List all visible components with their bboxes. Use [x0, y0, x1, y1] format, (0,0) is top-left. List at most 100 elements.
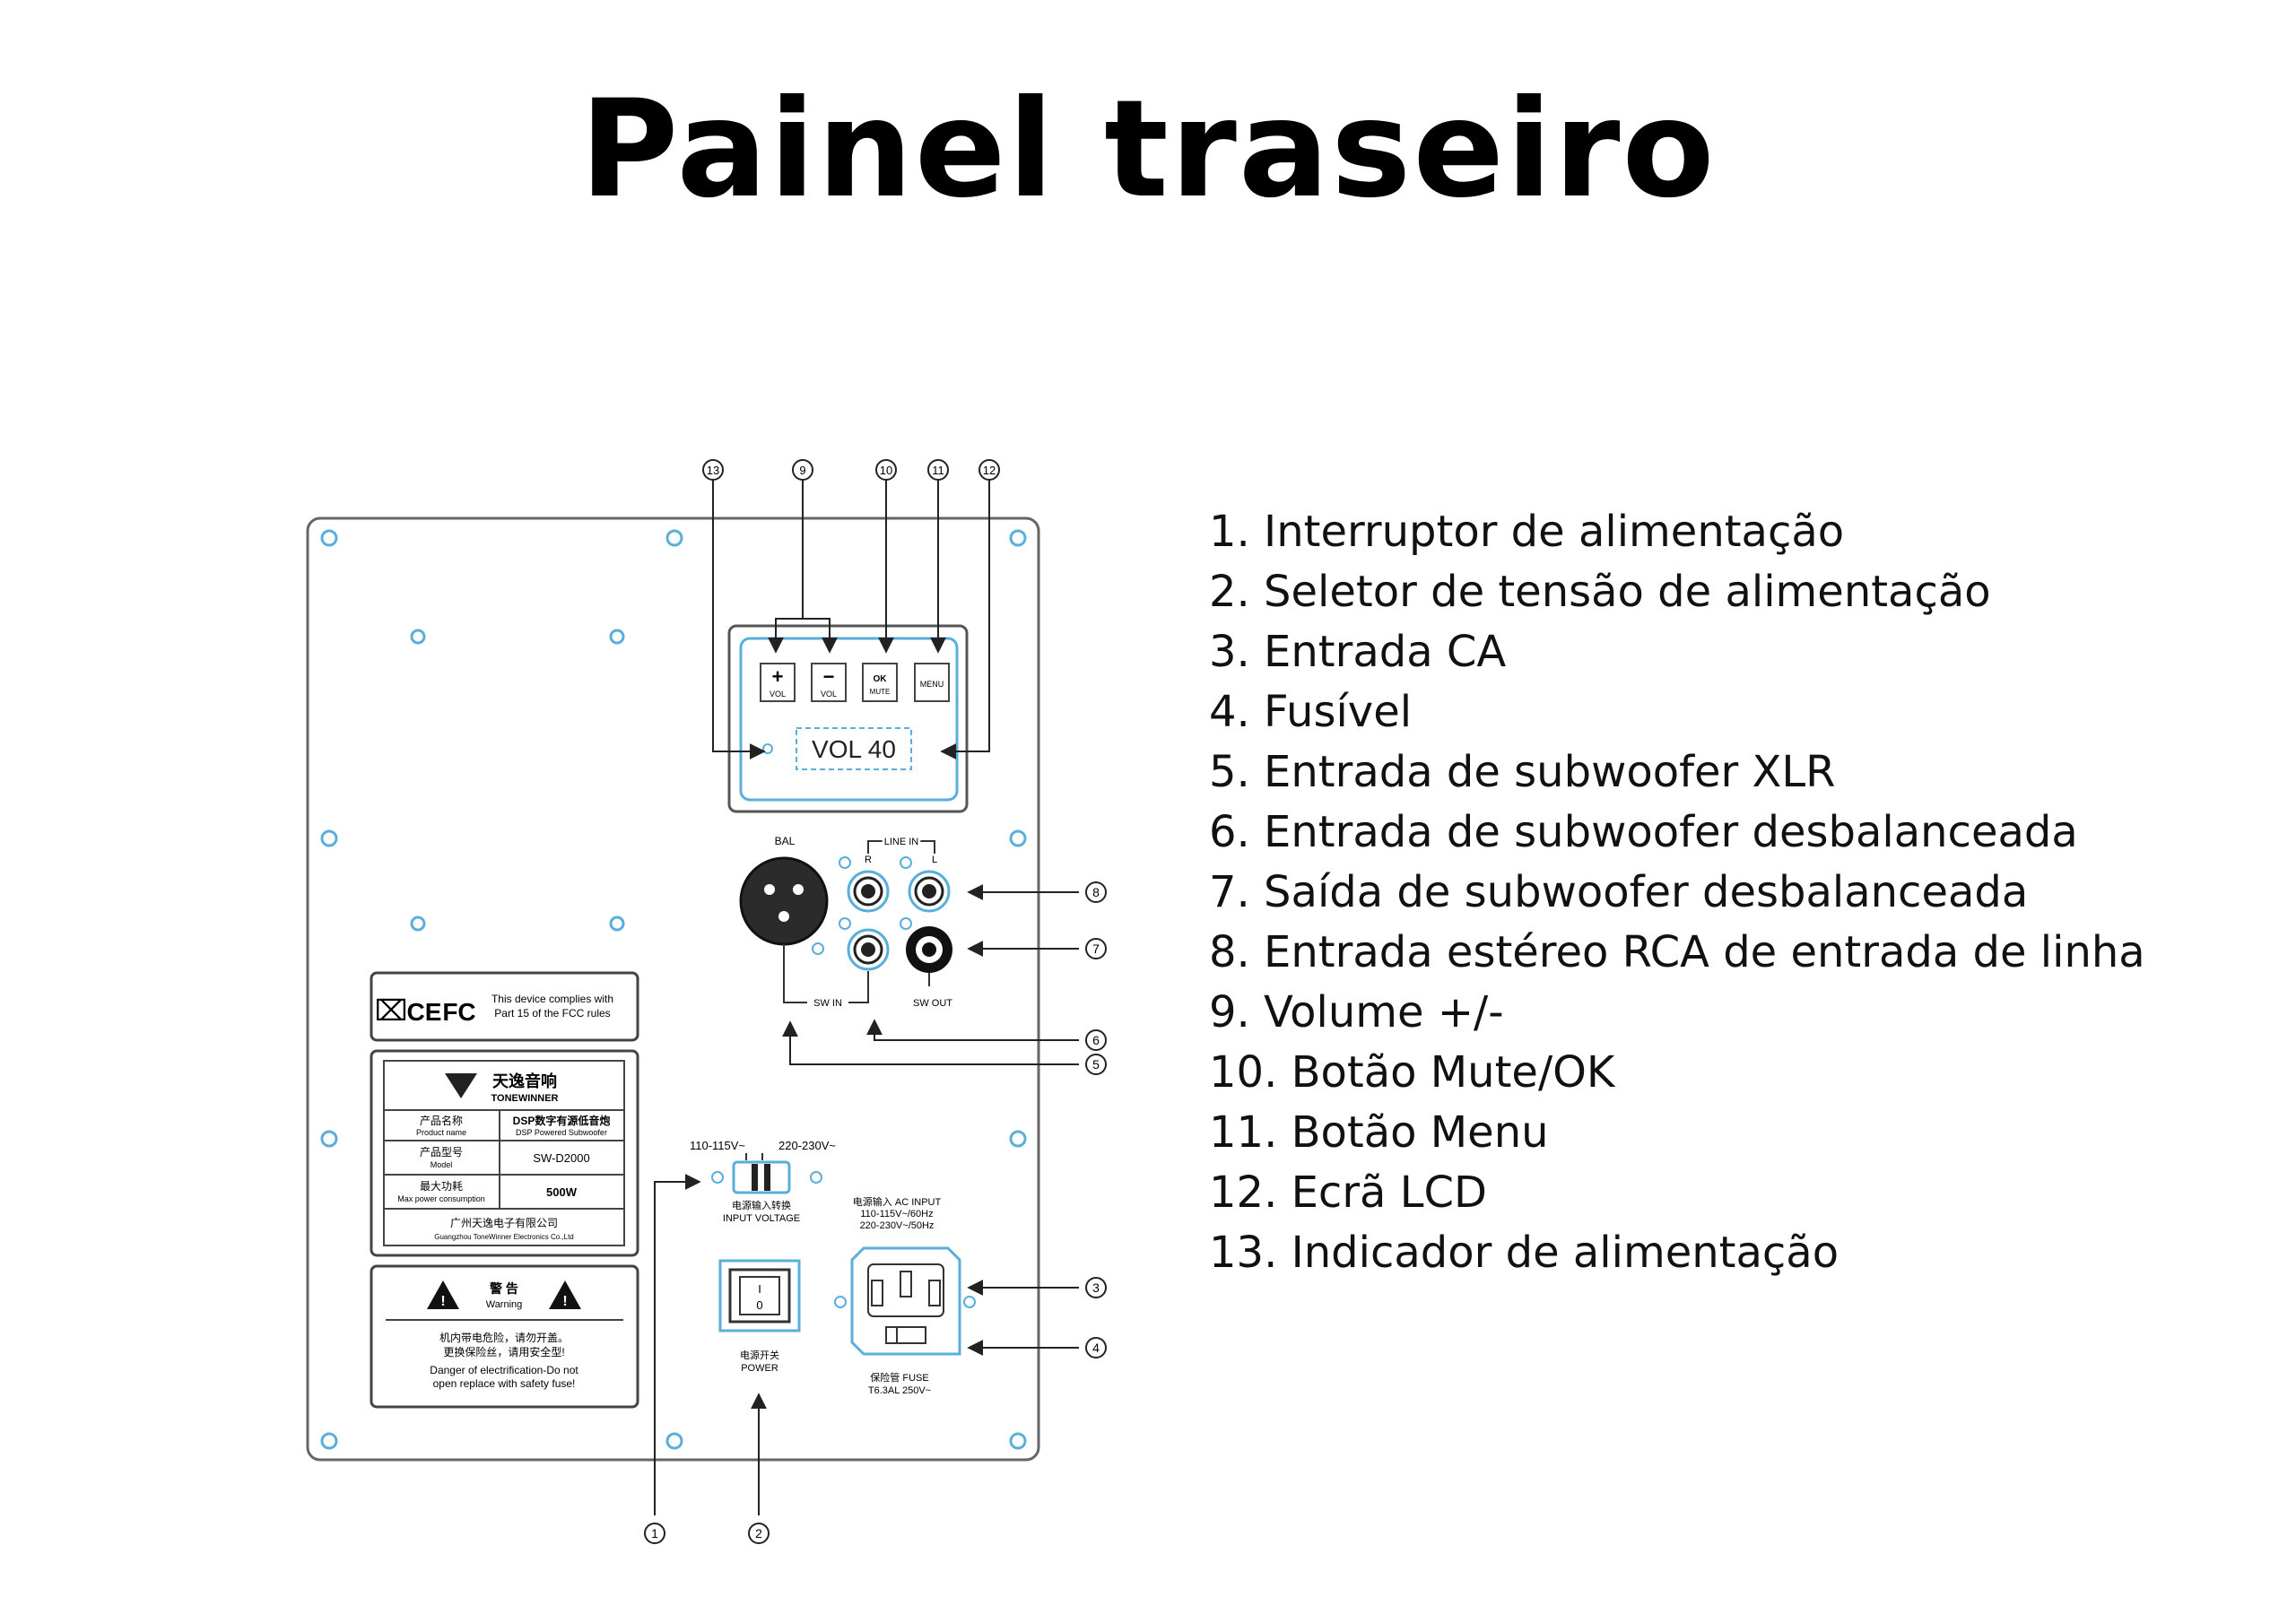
- callout-2: 2: [748, 1523, 770, 1544]
- legend-item: 9. Volume +/-: [1209, 987, 1504, 1037]
- warning-triangle-icon: [427, 1280, 459, 1309]
- legend-item: 10. Botão Mute/OK: [1209, 1047, 1615, 1098]
- callout-lines: [654, 480, 1079, 1515]
- lcd-screen: VOL 40: [796, 727, 912, 770]
- callout-6: 6: [1085, 1029, 1107, 1051]
- lcd-text: VOL 40: [812, 735, 896, 763]
- warning-cn: 警 告: [490, 1281, 518, 1296]
- row2-label-en: Model: [430, 1160, 453, 1169]
- svg-text:9: 9: [799, 464, 805, 477]
- svg-text:!: !: [562, 1294, 567, 1309]
- sw-in-led-icon: [839, 917, 851, 930]
- rca-line-in-l[interactable]: [908, 870, 951, 913]
- legend-item: 3. Entrada CA: [1209, 627, 1507, 677]
- sw-in-bracket: [783, 944, 869, 1003]
- line-in-bracket: [867, 840, 935, 854]
- ac-inlet-fuse-holder[interactable]: [850, 1246, 961, 1356]
- r-led-icon: [839, 856, 851, 869]
- legend-item: 6. Entrada de subwoofer desbalanceada: [1209, 807, 2078, 857]
- ac-input-spec-1: 110-115V~/60Hz: [860, 1209, 933, 1219]
- row1-value-en: DSP Powered Subwoofer: [516, 1128, 607, 1137]
- xlr-led-icon: [812, 942, 824, 955]
- voltage-selector-switch[interactable]: [732, 1160, 791, 1194]
- callout-9: 9: [792, 459, 813, 481]
- menu-button[interactable]: MENU: [914, 663, 950, 702]
- voltage-selector-cn: 电源输入转换: [732, 1199, 791, 1211]
- svg-text:!: !: [440, 1294, 445, 1309]
- rca-sw-in[interactable]: [847, 928, 890, 971]
- mute-label: MUTE: [870, 688, 891, 696]
- rca-line-in-r[interactable]: [847, 870, 890, 913]
- callout-numbers: 13 9 10 11 12 8 7 6 5 3 4 1 2: [644, 459, 1107, 1544]
- callout-11: 11: [927, 459, 949, 481]
- menu-label: MENU: [920, 680, 944, 689]
- mute-ok-button[interactable]: OK MUTE: [862, 663, 898, 702]
- selector-hole-icon: [711, 1171, 724, 1184]
- page-title: Painel traseiro: [579, 72, 1717, 228]
- bal-label: BAL: [775, 835, 796, 847]
- xlr-connector[interactable]: [739, 856, 829, 946]
- sw-in-label: SW IN: [813, 998, 842, 1009]
- voltage-selector-en: INPUT VOLTAGE: [723, 1213, 800, 1224]
- tonewinner-logo-icon: [445, 1073, 477, 1098]
- warning-line-2: 更换保险丝，请用安全型!: [443, 1345, 564, 1358]
- row3-label-cn: 最大功耗: [420, 1180, 463, 1193]
- control-module-outer: [727, 624, 969, 813]
- warning-line-4: open replace with safety fuse!: [433, 1377, 576, 1390]
- row3-value: 500W: [546, 1185, 578, 1199]
- svg-text:12: 12: [983, 464, 996, 477]
- svg-text:13: 13: [707, 464, 719, 477]
- callout-8: 8: [1085, 881, 1107, 903]
- callout-3: 3: [1085, 1277, 1107, 1298]
- l-led-icon: [900, 856, 912, 869]
- svg-text:2: 2: [755, 1526, 762, 1541]
- row1-value-cn: DSP数字有源低音炮: [513, 1114, 611, 1127]
- legend-item: 1. Interruptor de alimentação: [1209, 507, 1845, 557]
- company-en: Guangzhou ToneWinner Electronics Co.,Ltd: [434, 1233, 574, 1241]
- ac-input-spec-2: 220-230V~/50Hz: [860, 1220, 935, 1231]
- line-in-label: LINE IN: [884, 837, 919, 847]
- sw-out-label: SW OUT: [913, 998, 952, 1009]
- legend-list: 1. Interruptor de alimentação 2. Seletor…: [1209, 502, 2145, 1283]
- fcc-label: ⌧ CE FC This device complies with Part 1…: [370, 971, 639, 1042]
- row3-label-en: Max power consumption: [397, 1194, 485, 1203]
- brand-cn: 天逸音响: [492, 1072, 557, 1090]
- svg-text:5: 5: [1092, 1057, 1100, 1072]
- rca-sw-out[interactable]: [906, 926, 952, 973]
- brand-en: TONEWINNER: [491, 1093, 559, 1104]
- callout-13: 13: [702, 459, 724, 481]
- ac-screw-hole-icon: [963, 1296, 976, 1308]
- fuse-label: 保险管 FUSE: [870, 1371, 928, 1384]
- legend-item: 12. Ecrã LCD: [1209, 1167, 1487, 1218]
- ac-screw-hole-icon: [834, 1296, 847, 1308]
- ok-label: OK: [874, 674, 888, 684]
- legend-item: 11. Botão Menu: [1209, 1107, 1549, 1158]
- weee-icon: ⌧: [375, 994, 408, 1027]
- svg-text:11: 11: [932, 464, 944, 477]
- fc-mark: FC: [442, 998, 475, 1026]
- rating-label: 天逸音响 TONEWINNER 产品名称 Product name DSP数字有…: [370, 1049, 639, 1257]
- legend-item: 2. Seletor de tensão de alimentação: [1209, 567, 1991, 617]
- warning-triangle-icon: [549, 1280, 581, 1309]
- vol-plus-button[interactable]: + VOL: [760, 663, 796, 702]
- svg-text:10: 10: [880, 464, 892, 477]
- legend-item: 8. Entrada estéreo RCA de entrada de lin…: [1209, 927, 2145, 977]
- power-switch-en: POWER: [741, 1363, 778, 1374]
- control-module-inner: [739, 637, 959, 802]
- power-switch[interactable]: I 0: [718, 1259, 801, 1332]
- svg-text:−: −: [823, 665, 835, 688]
- legend-item: 7. Saída de subwoofer desbalanceada: [1209, 867, 2029, 917]
- svg-text:8: 8: [1092, 885, 1100, 899]
- voltage-high-label: 220-230V~: [778, 1139, 836, 1152]
- power-off-mark: 0: [756, 1298, 762, 1312]
- selector-hole-icon: [810, 1171, 822, 1184]
- callout-4: 4: [1085, 1337, 1107, 1358]
- row1-label-en: Product name: [416, 1128, 466, 1137]
- svg-text:6: 6: [1092, 1033, 1100, 1047]
- legend-item: 4. Fusível: [1209, 687, 1413, 737]
- svg-text:4: 4: [1092, 1341, 1100, 1355]
- svg-text:1: 1: [651, 1526, 658, 1541]
- vol-minus-button[interactable]: − VOL: [811, 663, 847, 702]
- vol-plus-label: VOL: [770, 690, 786, 699]
